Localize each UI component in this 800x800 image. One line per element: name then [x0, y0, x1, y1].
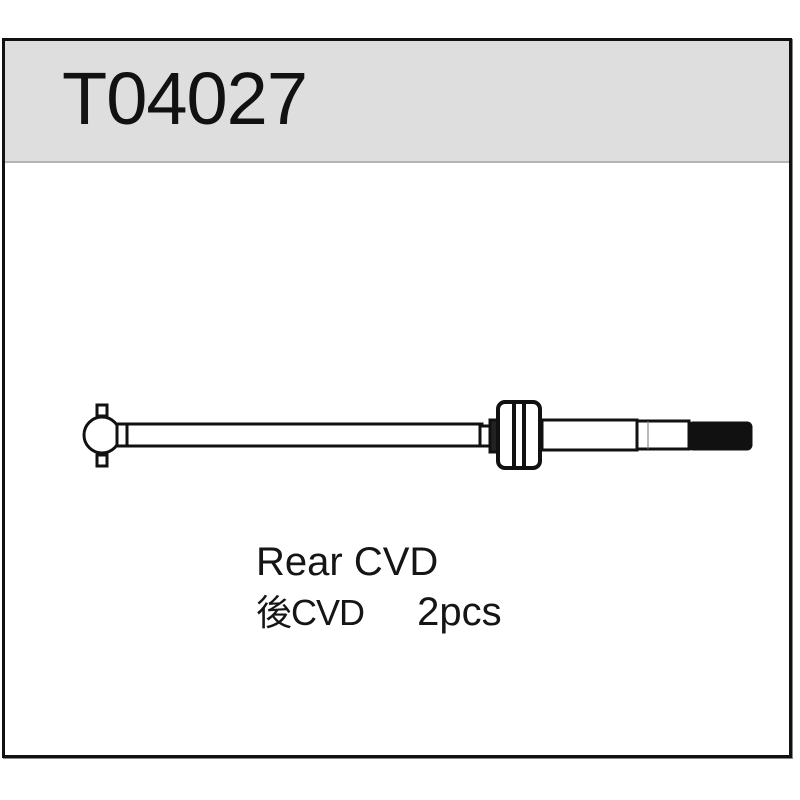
part-quantity: 2pcs [417, 590, 502, 634]
axle [540, 418, 639, 452]
cv-joint [496, 400, 542, 470]
threaded-end [687, 421, 753, 451]
part-name-en: Rear CVD [256, 540, 439, 584]
dogbone-cup-end [82, 403, 129, 468]
part-card: T04027 [2, 38, 792, 758]
caption-row-2: 後CVD 2pcs [256, 590, 502, 635]
part-number: T04027 [62, 57, 308, 140]
card-header: T04027 [5, 41, 789, 163]
part-caption: Rear CVD 後CVD 2pcs [256, 540, 502, 635]
part-name-cn: 後CVD [256, 592, 365, 633]
shaft [125, 422, 484, 448]
